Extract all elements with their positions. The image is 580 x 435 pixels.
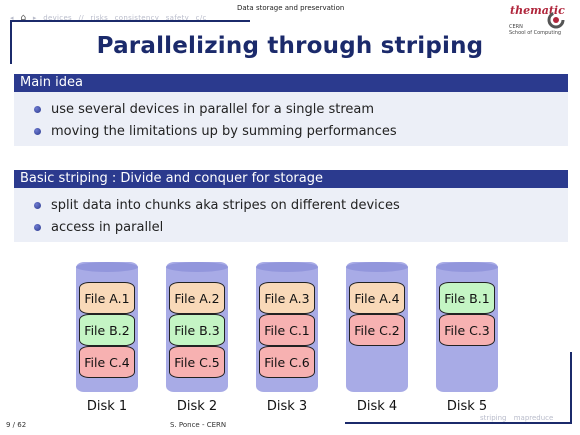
block-body: split data into chunks aka stripes on di… bbox=[14, 188, 568, 242]
nav-forward-icon[interactable]: ▸ bbox=[32, 14, 37, 22]
stripe-chunk: File C.1 bbox=[259, 314, 315, 346]
basic-striping-block: Basic striping : Divide and conquer for … bbox=[14, 170, 568, 242]
list-item-text: moving the limitations up by summing per… bbox=[51, 123, 397, 139]
list-item: use several devices in parallel for a si… bbox=[34, 98, 568, 120]
list-item-text: access in parallel bbox=[51, 219, 164, 235]
disk-cylinder-top bbox=[76, 262, 138, 272]
bullet-icon bbox=[34, 223, 41, 231]
stripe-chunk: File B.2 bbox=[79, 314, 135, 346]
page-number: 9 / 62 bbox=[6, 421, 27, 429]
section-navigation: ◂ ⌂ ▸ devices // risks consistency safet… bbox=[10, 13, 211, 23]
disk-label: Disk 5 bbox=[446, 399, 488, 414]
nav-item-cc[interactable]: c/c bbox=[195, 14, 207, 22]
block-heading: Main idea bbox=[14, 74, 568, 92]
stripe-chunk: File B.1 bbox=[439, 282, 495, 314]
nav-home-icon[interactable]: ⌂ bbox=[20, 13, 27, 23]
left-rule bbox=[10, 20, 12, 64]
slide-header: ◂ ⌂ ▸ devices // risks consistency safet… bbox=[0, 0, 580, 24]
bullet-icon bbox=[34, 127, 41, 135]
section-title: Data storage and preservation bbox=[237, 4, 345, 12]
stripe-chunk: File C.4 bbox=[79, 346, 135, 378]
stripe-chunk: File C.2 bbox=[349, 314, 405, 346]
list-item: moving the limitations up by summing per… bbox=[34, 120, 568, 142]
footer-tag-mapreduce[interactable]: mapreduce bbox=[513, 414, 554, 422]
main-idea-block: Main idea use several devices in paralle… bbox=[14, 74, 568, 146]
list-item-text: split data into chunks aka stripes on di… bbox=[51, 197, 400, 213]
logo-line-school: School of Computing bbox=[509, 30, 562, 36]
stripe-chunk: File A.4 bbox=[349, 282, 405, 314]
disk-label: Disk 1 bbox=[86, 399, 128, 414]
header-rule bbox=[10, 20, 250, 22]
footer-tags: striping mapreduce bbox=[480, 414, 558, 422]
disk-label: Disk 4 bbox=[356, 399, 398, 414]
stripe-chunk: File C.5 bbox=[169, 346, 225, 378]
nav-item-safety[interactable]: safety bbox=[165, 14, 190, 22]
list-item-text: use several devices in parallel for a si… bbox=[51, 101, 375, 117]
stripe-chunk: File C.3 bbox=[439, 314, 495, 346]
stripe-chunk: File A.2 bbox=[169, 282, 225, 314]
footer-author: S. Ponce - CERN bbox=[170, 421, 227, 429]
stripe-chunk: File A.1 bbox=[79, 282, 135, 314]
school-logo: thematic CERN School of Computing bbox=[505, 4, 575, 38]
footer-rule bbox=[345, 422, 572, 424]
stripe-chunk: File C.6 bbox=[259, 346, 315, 378]
nav-item-risks[interactable]: risks bbox=[90, 14, 109, 22]
disk-cylinder-top bbox=[166, 262, 228, 272]
footer-tag-striping[interactable]: striping bbox=[480, 414, 507, 422]
disk-label: Disk 3 bbox=[266, 399, 308, 414]
nav-separator: // bbox=[78, 14, 84, 22]
stripe-chunk: File A.3 bbox=[259, 282, 315, 314]
disk-cylinder-top bbox=[436, 262, 498, 272]
logo-line-cern: CERN bbox=[509, 24, 523, 30]
disk-cylinder-top bbox=[346, 262, 408, 272]
nav-item-consistency[interactable]: consistency bbox=[114, 14, 160, 22]
bullet-icon bbox=[34, 201, 41, 209]
slide-title: Parallelizing through striping bbox=[96, 33, 484, 59]
logo-swirl-icon bbox=[547, 11, 565, 29]
block-body: use several devices in parallel for a si… bbox=[14, 92, 568, 146]
bullet-icon bbox=[34, 105, 41, 113]
disk-label: Disk 2 bbox=[176, 399, 218, 414]
nav-item-devices[interactable]: devices bbox=[43, 14, 73, 22]
nav-back-icon[interactable]: ◂ bbox=[10, 14, 14, 22]
block-heading: Basic striping : Divide and conquer for … bbox=[14, 170, 568, 188]
stripe-chunk: File B.3 bbox=[169, 314, 225, 346]
right-rule bbox=[570, 352, 572, 424]
list-item: access in parallel bbox=[34, 216, 568, 238]
list-item: split data into chunks aka stripes on di… bbox=[34, 194, 568, 216]
disk-cylinder-top bbox=[256, 262, 318, 272]
